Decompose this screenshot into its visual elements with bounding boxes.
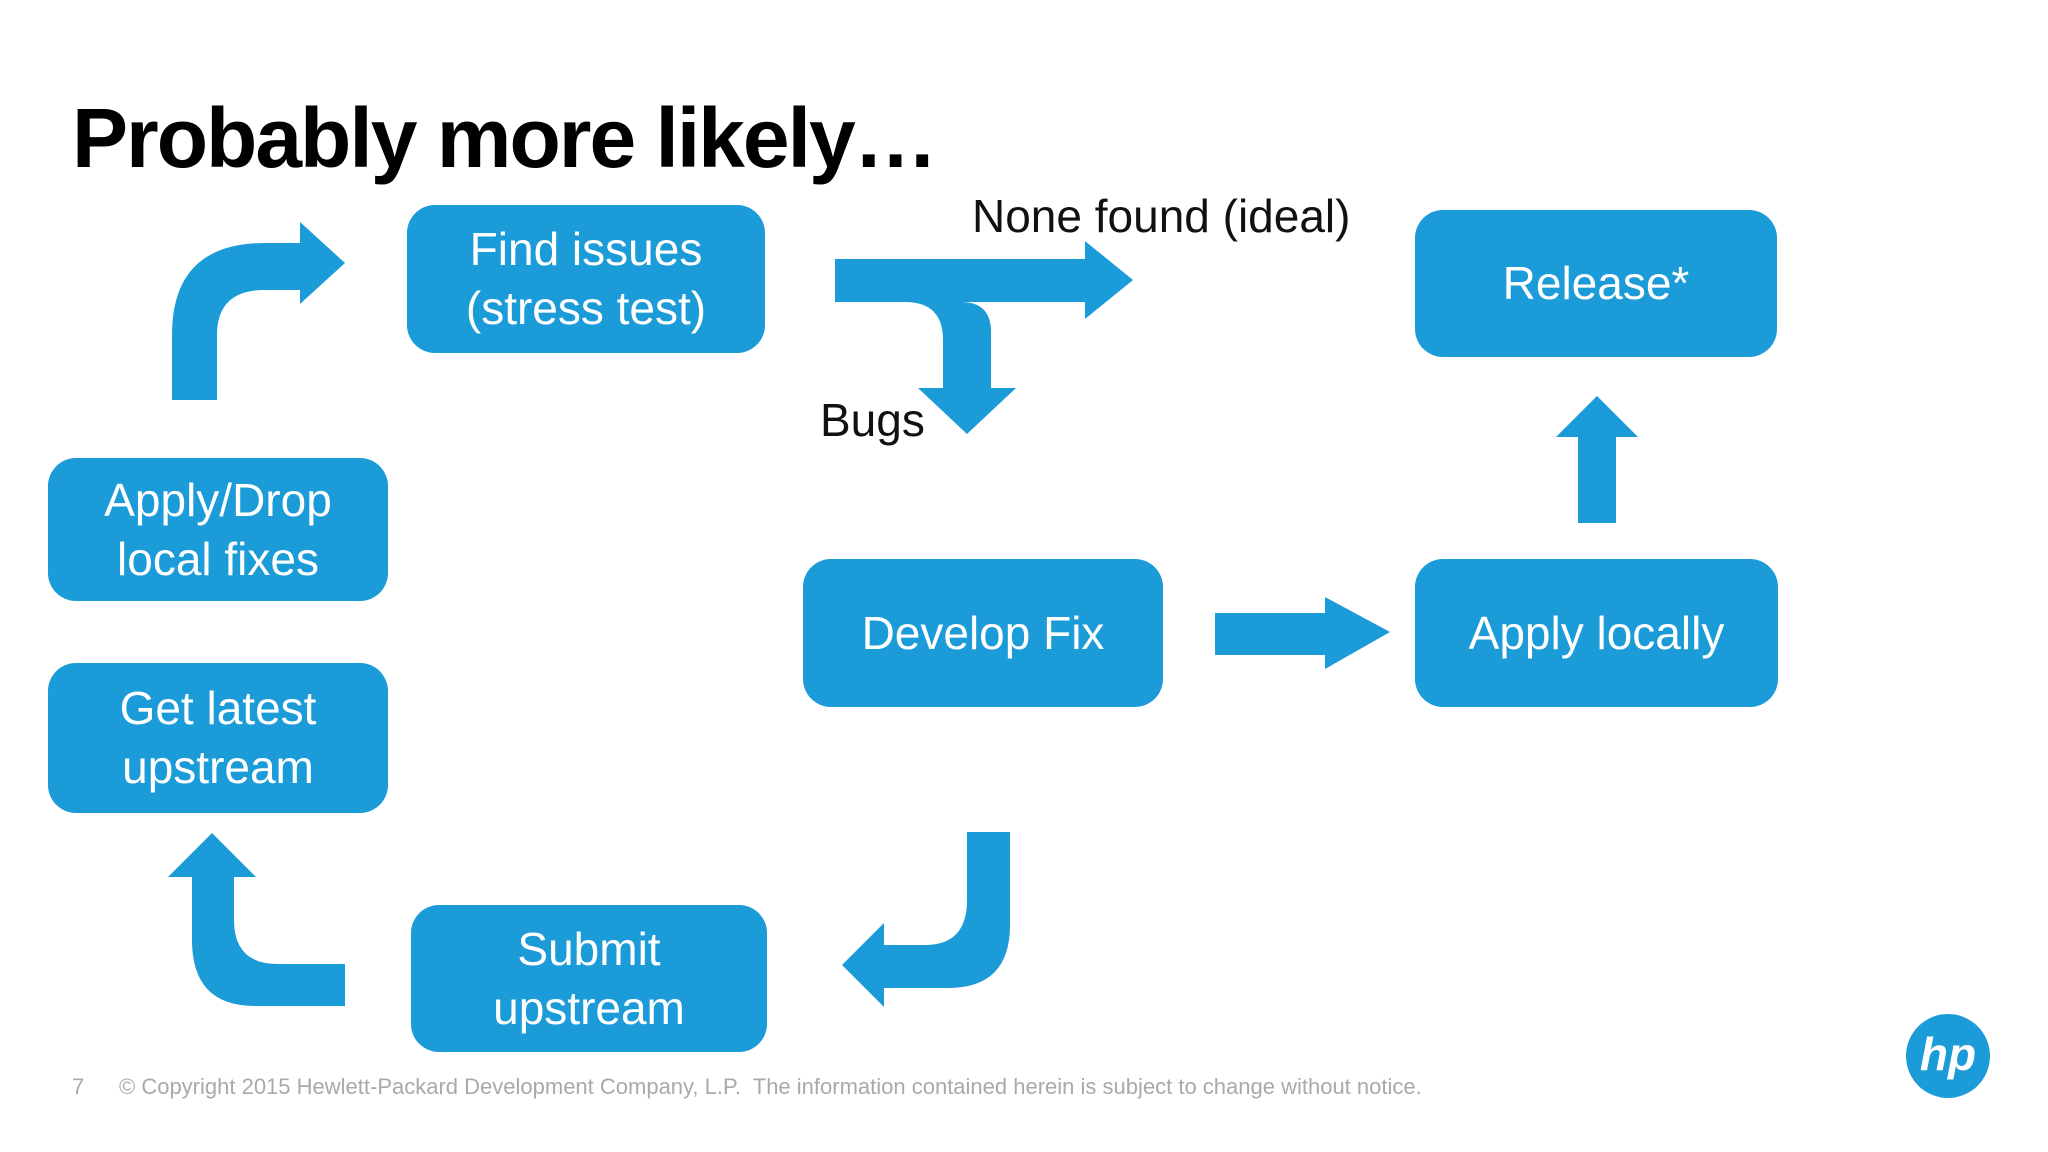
arrow-develop-fix-to-submit-upstream	[842, 832, 1010, 1007]
node-release: Release*	[1415, 210, 1777, 357]
arrow-submit-upstream-to-get-latest	[168, 833, 345, 1006]
node-apply-drop-local-fixes: Apply/Drop local fixes	[48, 458, 388, 601]
label-bugs: Bugs	[820, 394, 925, 446]
copyright-text: © Copyright 2015 Hewlett-Packard Develop…	[119, 1074, 1422, 1099]
node-submit-upstream: Submit upstream	[411, 905, 767, 1052]
label-none-found: None found (ideal)	[972, 190, 1351, 242]
arrow-apply-drop-to-find-issues	[172, 222, 345, 400]
node-apply-locally: Apply locally	[1415, 559, 1778, 707]
arrow-bugs-branch-down	[905, 302, 1016, 434]
page-title: Probably more likely…	[72, 91, 938, 186]
hp-logo: hp	[1906, 1014, 1990, 1098]
arrow-develop-fix-to-apply-locally	[1215, 597, 1390, 669]
node-find-issues: Find issues (stress test)	[407, 205, 765, 353]
page-number: 7	[72, 1074, 85, 1099]
hp-logo-text: hp	[1919, 1028, 1977, 1080]
node-get-latest-upstream: Get latest upstream	[48, 663, 388, 813]
node-develop-fix: Develop Fix	[803, 559, 1163, 707]
arrow-find-issues-to-release	[835, 241, 1133, 319]
arrow-apply-locally-to-release	[1556, 396, 1638, 523]
